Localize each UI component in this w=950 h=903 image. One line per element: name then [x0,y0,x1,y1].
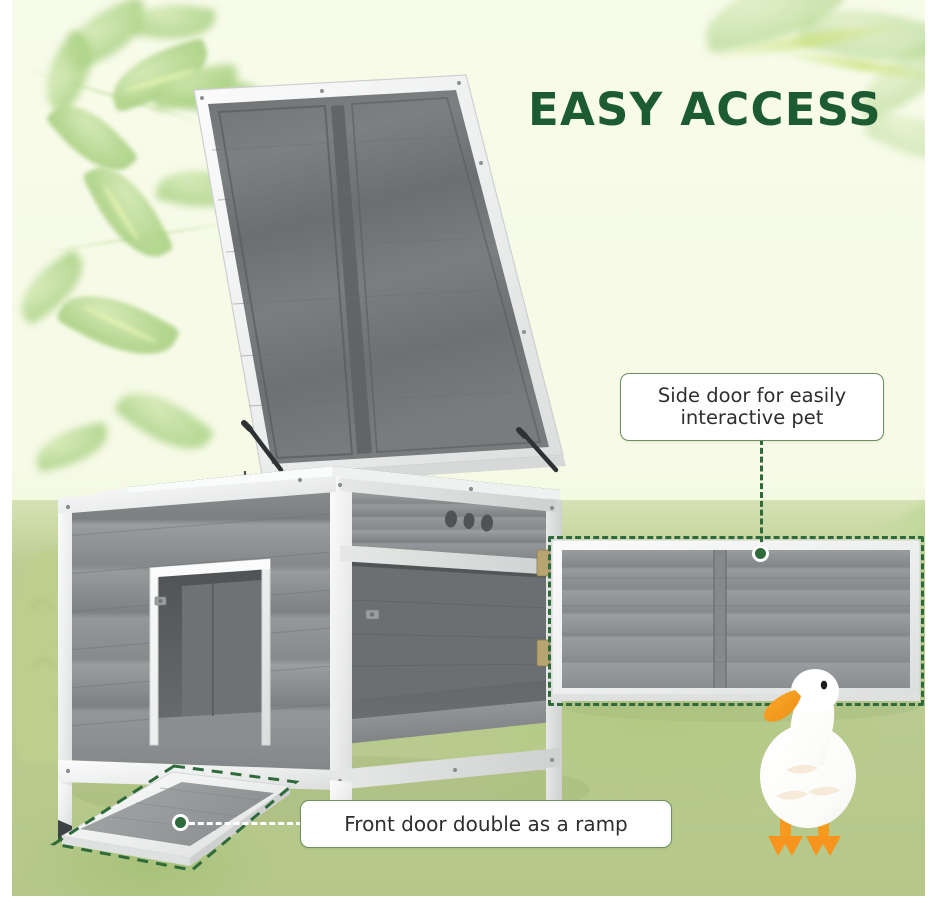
front-ramp-connector-line [180,822,302,825]
leaf-icon [112,375,216,467]
duck-foot-right [806,836,841,856]
duck-head [791,669,839,713]
duck-bill [763,690,801,722]
callout-side-door[interactable]: Side door for easily interactive pet [620,373,884,441]
leaf-icon [31,421,113,473]
duck-mascot [752,658,880,870]
front-ramp-connector-dot [172,814,189,831]
duck-foot-left [768,836,803,856]
leaf-icon [81,153,175,271]
leaf-icon [154,161,246,217]
duck-eye [820,680,828,690]
duck-body [760,724,856,828]
side-door-connector-dot [752,545,769,562]
callout-side-door-line2: interactive pet [680,406,824,429]
page-title: EASY ACCESS [528,83,882,136]
side-door-connector-line [760,439,763,551]
callout-side-door-line1: Side door for easily [657,383,847,407]
callout-front-ramp-line1: Front door double as a ramp [344,812,628,836]
duck-feathers [776,764,840,800]
highlight-side-door [548,536,924,706]
grass-blur-left [30,796,271,896]
callout-front-ramp[interactable]: Front door double as a ramp [300,800,672,848]
background-bush [16,548,94,763]
